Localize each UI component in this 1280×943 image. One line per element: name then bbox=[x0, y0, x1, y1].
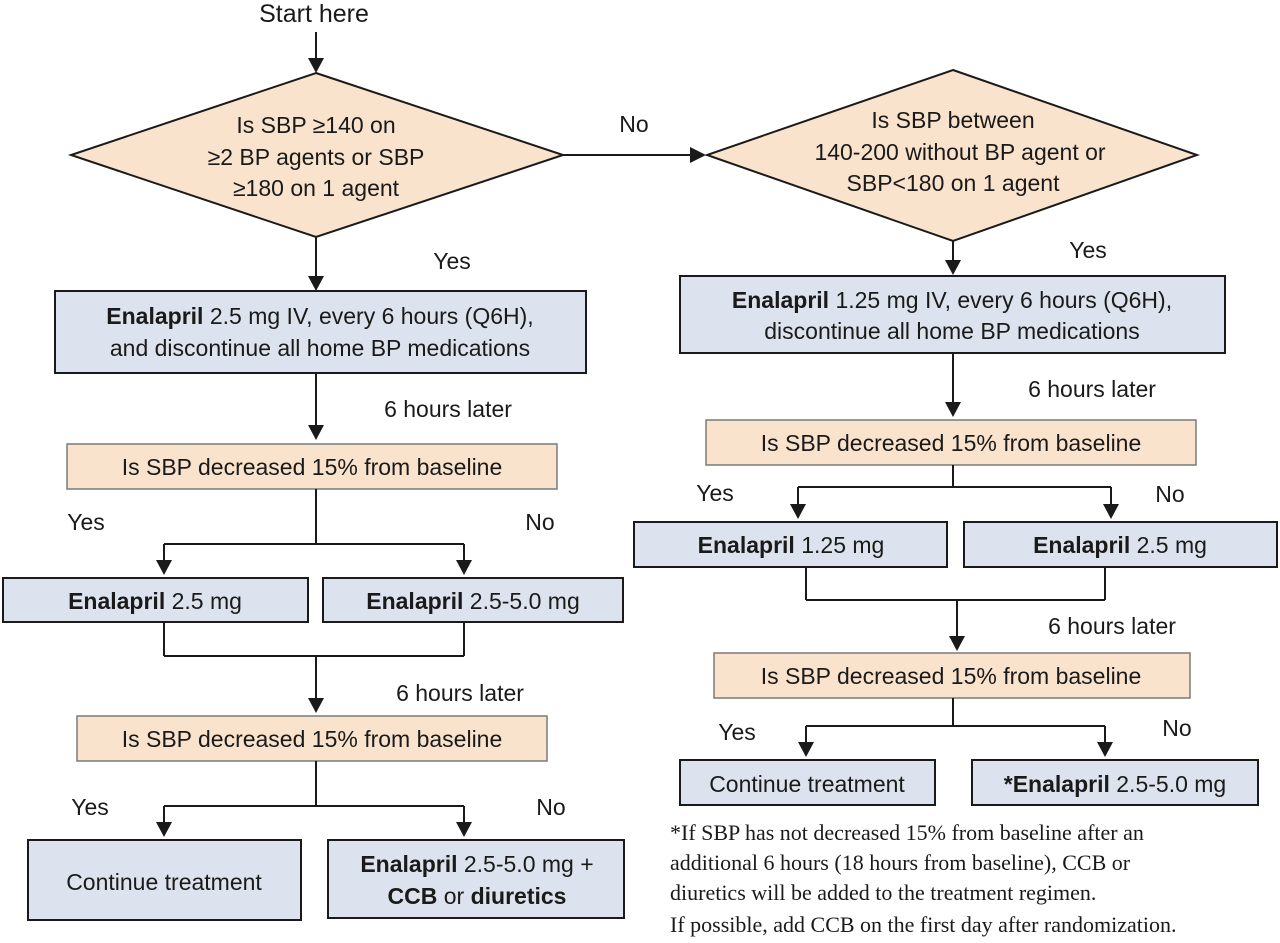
footnote-line1: *If SBP has not decreased 15% from basel… bbox=[670, 820, 1144, 845]
right-a3-yes-text: Continue treatment bbox=[709, 771, 905, 797]
right-a1-line2: discontinue all home BP medications bbox=[764, 318, 1139, 344]
left-q1-no-label: No bbox=[619, 111, 648, 137]
left-a2-yes-text: Enalapril 2.5 mg bbox=[68, 588, 242, 614]
diuretics-label: diuretics bbox=[471, 883, 567, 909]
right-q3-no-label: No bbox=[1162, 715, 1191, 741]
or-text: or bbox=[437, 883, 470, 909]
left-q3-box bbox=[76, 715, 548, 762]
right-q1-line3: SBP<180 on 1 agent bbox=[847, 170, 1061, 196]
drug-name: Enalapril bbox=[732, 287, 829, 313]
arrowhead bbox=[456, 822, 472, 837]
arrowhead bbox=[798, 742, 814, 757]
dose-text: 2.5 mg IV, every 6 hours (Q6H), bbox=[203, 303, 533, 329]
dose-text: 1.25 mg IV, every 6 hours (Q6H), bbox=[829, 287, 1172, 313]
arrowhead bbox=[308, 276, 324, 291]
right-a3-no-text: *Enalapril 2.5-5.0 mg bbox=[1004, 771, 1226, 797]
left-q1-yes-label: Yes bbox=[433, 248, 471, 274]
right-q3-yes-label: Yes bbox=[718, 719, 756, 745]
left-q2-yes-label: Yes bbox=[67, 509, 105, 535]
arrowhead bbox=[945, 402, 961, 417]
right-q2-yes-label: Yes bbox=[696, 480, 734, 506]
drug-name: Enalapril bbox=[68, 588, 165, 614]
dose-text: 2.5-5.0 mg bbox=[1110, 771, 1226, 797]
left-a3-no-line2: CCB or diuretics bbox=[388, 883, 567, 909]
footnote-line4: If possible, add CCB on the first day af… bbox=[670, 912, 1177, 937]
left-q3-no-label: No bbox=[536, 794, 565, 820]
dose-text: 2.5 mg bbox=[165, 588, 242, 614]
left-later2-label: 6 hours later bbox=[396, 680, 524, 706]
right-q3-text: Is SBP decreased 15% from baseline bbox=[761, 663, 1142, 689]
left-q1-line2: ≥2 BP agents or SBP bbox=[208, 144, 425, 170]
left-a3-yes-text: Continue treatment bbox=[66, 869, 262, 895]
arrowhead bbox=[690, 147, 706, 163]
arrowhead bbox=[949, 636, 965, 651]
left-a1-box bbox=[54, 290, 587, 374]
left-a1-line1: Enalapril 2.5 mg IV, every 6 hours (Q6H)… bbox=[106, 303, 533, 329]
dose-text: 2.5 mg bbox=[1130, 532, 1207, 558]
arrowhead bbox=[308, 698, 324, 713]
ccb-label: CCB bbox=[388, 883, 438, 909]
footnote-line2: additional 6 hours (18 hours from baseli… bbox=[670, 850, 1131, 875]
arrowhead bbox=[1097, 742, 1113, 757]
left-q2-no-label: No bbox=[525, 509, 554, 535]
right-q3-box bbox=[713, 652, 1191, 699]
left-q1-line1: Is SBP ≥140 on bbox=[236, 112, 395, 138]
right-later1-label: 6 hours later bbox=[1028, 376, 1156, 402]
left-later1-label: 6 hours later bbox=[384, 396, 512, 422]
right-q1-yes-label: Yes bbox=[1069, 237, 1107, 263]
drug-name: Enalapril bbox=[366, 588, 463, 614]
drug-name: Enalapril bbox=[360, 851, 457, 877]
right-a2-no-text: Enalapril 2.5 mg bbox=[1033, 532, 1207, 558]
right-q2-text: Is SBP decreased 15% from baseline bbox=[761, 430, 1142, 456]
arrowhead bbox=[308, 58, 324, 73]
right-a2-yes-text: Enalapril 1.25 mg bbox=[698, 532, 885, 558]
left-a1-line2: and discontinue all home BP medications bbox=[110, 335, 530, 361]
arrowhead bbox=[790, 504, 806, 519]
left-a3-yes-box bbox=[27, 839, 302, 921]
drug-name: *Enalapril bbox=[1004, 771, 1110, 797]
right-a3-no-box bbox=[971, 759, 1259, 806]
drug-name: Enalapril bbox=[106, 303, 203, 329]
right-a1-box bbox=[679, 275, 1226, 354]
right-a1-line1: Enalapril 1.25 mg IV, every 6 hours (Q6H… bbox=[732, 287, 1172, 313]
drug-name: Enalapril bbox=[698, 532, 795, 558]
arrowhead bbox=[156, 560, 172, 575]
arrowhead bbox=[945, 260, 961, 275]
left-q1-line3: ≥180 on 1 agent bbox=[233, 175, 400, 201]
left-a3-no-box bbox=[327, 839, 625, 919]
dose-text: 1.25 mg bbox=[795, 532, 885, 558]
dose-text: 2.5-5.0 mg + bbox=[457, 851, 593, 877]
left-q2-box bbox=[66, 443, 558, 490]
right-q1-line2: 140-200 without BP agent or bbox=[814, 139, 1105, 165]
right-a2-no-box bbox=[963, 521, 1278, 568]
left-q3-text: Is SBP decreased 15% from baseline bbox=[122, 726, 503, 752]
start-label: Start here bbox=[259, 0, 369, 28]
footnote-line3: diuretics will be added to the treatment… bbox=[670, 880, 1096, 905]
right-a3-yes-box bbox=[679, 759, 936, 806]
left-a3-no-line1: Enalapril 2.5-5.0 mg + bbox=[360, 851, 593, 877]
right-later2-label: 6 hours later bbox=[1048, 613, 1176, 639]
right-a2-yes-box bbox=[633, 521, 948, 568]
left-a2-no-box bbox=[322, 577, 624, 623]
drug-name: Enalapril bbox=[1033, 532, 1130, 558]
left-q2-text: Is SBP decreased 15% from baseline bbox=[122, 454, 503, 480]
right-q2-box bbox=[705, 419, 1197, 466]
right-q1-line1: Is SBP between bbox=[871, 107, 1034, 133]
dose-text: 2.5-5.0 mg bbox=[463, 588, 579, 614]
right-q2-no-label: No bbox=[1155, 481, 1184, 507]
left-a2-no-text: Enalapril 2.5-5.0 mg bbox=[366, 588, 580, 614]
left-q3-yes-label: Yes bbox=[71, 794, 109, 820]
arrowhead bbox=[1103, 504, 1119, 519]
arrowhead bbox=[156, 822, 172, 837]
left-a2-yes-box bbox=[2, 577, 309, 623]
arrowhead bbox=[456, 560, 472, 575]
arrowhead bbox=[308, 425, 324, 440]
